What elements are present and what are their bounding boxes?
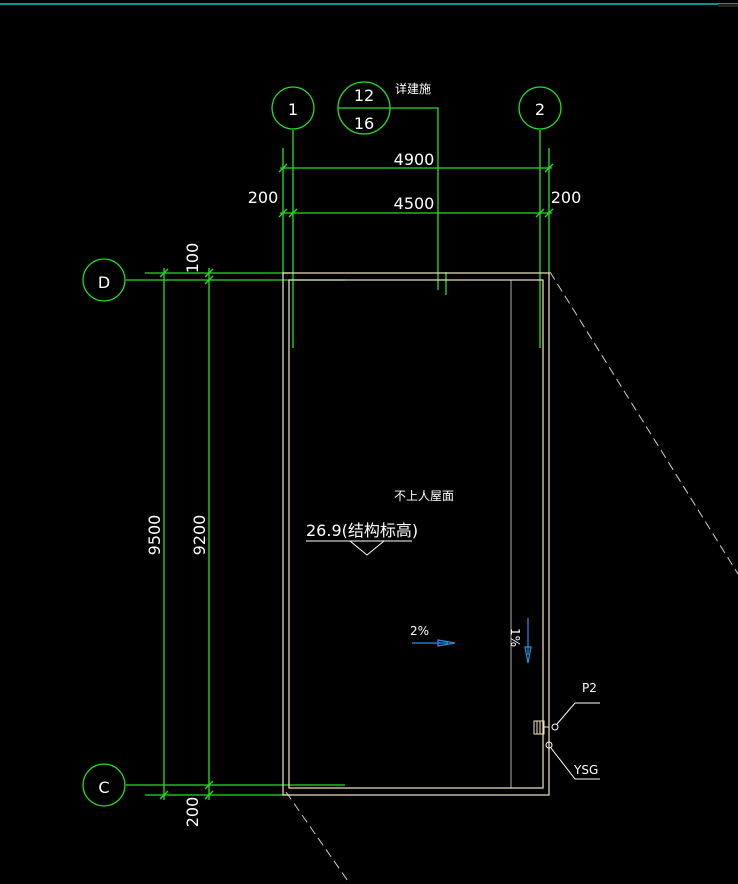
axis-bubble-2: 2 [518, 86, 562, 130]
slope-arrow-side: 1% [508, 618, 532, 664]
axis-bubble-c: C [82, 763, 126, 807]
dim-right-offset: 200 [551, 188, 582, 207]
detail-note: 详建施 [395, 81, 431, 96]
dim-bottom-offset: 200 [183, 797, 202, 828]
roof-drain-icon [533, 720, 549, 735]
scrollbar-stub [718, 4, 738, 7]
axis-bubble-d: D [82, 258, 126, 302]
svg-text:YSG: YSG [573, 763, 598, 777]
svg-text:D: D [98, 273, 110, 292]
roof-parapet [282, 272, 550, 796]
svg-text:12: 12 [354, 86, 374, 105]
axis-bubble-1: 1 [271, 86, 315, 130]
svg-text:P2: P2 [582, 681, 597, 695]
roof-type-label: 不上人屋面 [394, 489, 454, 503]
dim-clear-height: 9200 [190, 515, 209, 556]
elevation-mark: 26.9(结构标高) [306, 521, 418, 556]
dimension-width-lines [278, 148, 554, 275]
dim-total-height: 9500 [145, 515, 164, 556]
svg-text:16: 16 [354, 114, 374, 133]
detail-reference-bubble: 12 16 [337, 81, 447, 295]
dim-clear-width: 4500 [394, 194, 435, 213]
dim-total-width: 4900 [394, 150, 435, 169]
pipe-ysg-leader: YSG [545, 741, 600, 780]
slope-arrow-main: 2% [410, 624, 456, 647]
svg-text:1: 1 [288, 100, 298, 119]
dim-left-offset: 200 [248, 188, 279, 207]
svg-text:C: C [98, 778, 109, 797]
dim-top-offset: 100 [183, 243, 202, 274]
svg-text:1%: 1% [508, 628, 522, 647]
dimension-height-lines [145, 268, 290, 800]
pipe-p2-leader: P2 [551, 681, 600, 731]
svg-text:26.9(结构标高): 26.9(结构标高) [306, 521, 418, 540]
dashed-boundary-lines [285, 271, 738, 884]
svg-text:2%: 2% [410, 624, 429, 638]
svg-text:2: 2 [535, 100, 545, 119]
